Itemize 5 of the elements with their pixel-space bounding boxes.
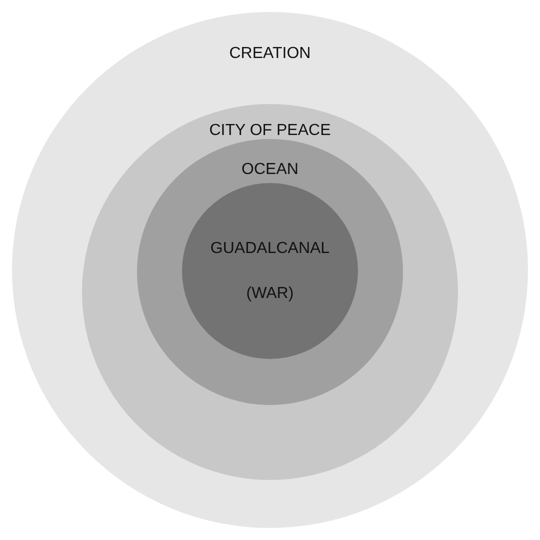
- band-label: CREATION: [229, 45, 311, 62]
- band-label: OCEAN: [242, 161, 298, 178]
- band-label: CITY OF PEACE: [209, 122, 331, 139]
- band-label: (WAR): [246, 285, 294, 302]
- band-label: GUADALCANAL: [210, 240, 330, 257]
